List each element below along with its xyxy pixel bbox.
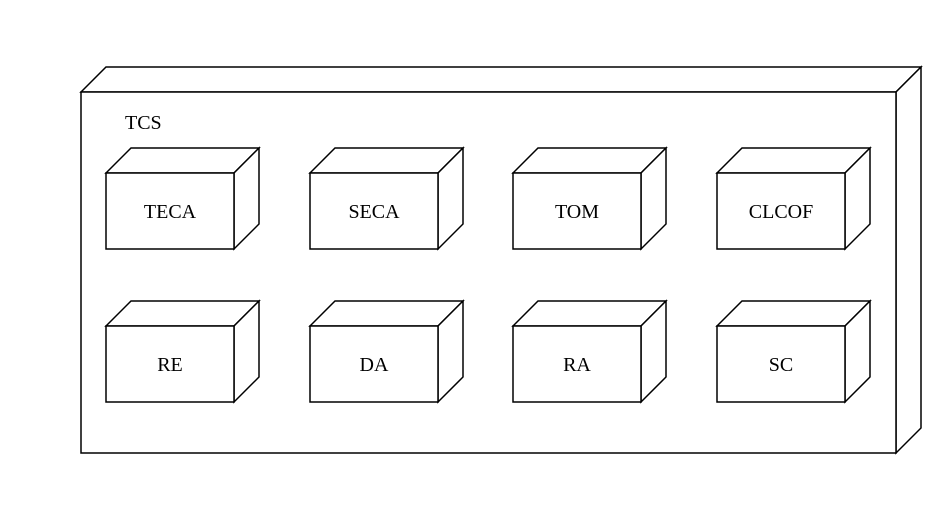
node-top-face xyxy=(308,300,465,327)
node-top-face xyxy=(104,300,261,327)
node-tom: TOM xyxy=(511,146,668,251)
node-label: SC xyxy=(769,354,793,376)
container-top-face xyxy=(79,66,923,93)
container-side-face xyxy=(895,65,922,455)
node-da: DA xyxy=(308,299,465,404)
node-top-face xyxy=(511,147,668,174)
inner-nodes: TECA SECA TOM CLCOF RE DA RA SC xyxy=(104,146,872,404)
node-top-face xyxy=(715,147,872,174)
node-front-face xyxy=(716,325,846,403)
node-label: CLCOF xyxy=(749,201,813,223)
node-front-face xyxy=(512,325,642,403)
node-teca: TECA xyxy=(104,146,261,251)
node-label: RE xyxy=(157,354,183,376)
node-clcof: CLCOF xyxy=(715,146,872,251)
node-top-face xyxy=(308,147,465,174)
node-seca: SECA xyxy=(308,146,465,251)
node-front-face xyxy=(309,172,439,250)
node-label: SECA xyxy=(348,201,400,223)
node-front-face xyxy=(716,172,846,250)
node-ra: RA xyxy=(511,299,668,404)
node-front-face xyxy=(105,325,235,403)
node-label: DA xyxy=(360,354,389,376)
node-re: RE xyxy=(104,299,261,404)
node-front-face xyxy=(512,172,642,250)
container-label: TCS xyxy=(125,112,162,134)
node-front-face xyxy=(309,325,439,403)
node-label: RA xyxy=(563,354,591,376)
node-front-face xyxy=(105,172,235,250)
node-top-face xyxy=(104,147,261,174)
node-top-face xyxy=(511,300,668,327)
node-label: TECA xyxy=(144,201,197,223)
node-label: TOM xyxy=(555,201,599,223)
node-top-face xyxy=(715,300,872,327)
node-sc: SC xyxy=(715,299,872,404)
